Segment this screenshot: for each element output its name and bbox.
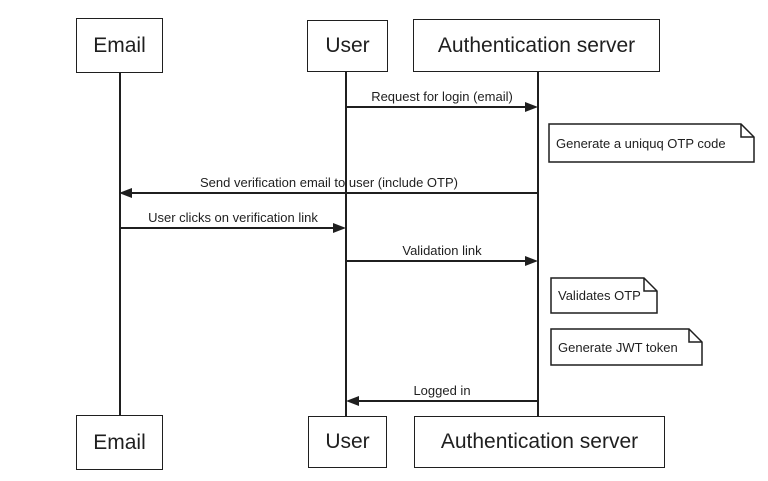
- arrowhead-right-icon: [525, 255, 538, 266]
- actor-box-user-top: User: [307, 20, 388, 72]
- actor-label-user: User: [325, 34, 370, 57]
- note-outline: [548, 123, 755, 163]
- note-generate-otp: Generate a uniquq OTP code: [548, 123, 755, 163]
- actor-label-email: Email: [93, 430, 146, 454]
- note-outline: [550, 277, 658, 314]
- actor-label-email: Email: [93, 33, 146, 57]
- message-label-validation-link: Validation link: [402, 243, 482, 258]
- actor-label-auth-server: Authentication server: [437, 33, 636, 57]
- actor-box-auth-server-bottom: Authentication server: [414, 416, 665, 468]
- note-outline: [550, 328, 703, 366]
- note-label: Validates OTP: [558, 288, 641, 303]
- arrowhead-left-icon: [119, 187, 132, 198]
- message-label-send-verification-email: Send verification email to user (include…: [200, 175, 458, 190]
- arrowhead-left-icon: [346, 395, 359, 406]
- note-validates-otp: Validates OTP: [550, 277, 658, 314]
- actor-label-auth-server: Authentication server: [440, 430, 639, 453]
- lifeline-email: [119, 73, 121, 415]
- message-line-send-verification-email: [131, 192, 538, 194]
- actor-label-user: User: [325, 430, 370, 453]
- arrowhead-right-icon: [333, 222, 346, 233]
- note-label: Generate a uniquq OTP code: [556, 135, 726, 151]
- message-line-logged-in: [358, 400, 538, 402]
- actor-box-auth-server-top: Authentication server: [413, 19, 660, 72]
- message-line-request-login: [346, 106, 526, 108]
- message-line-validation-link: [346, 260, 526, 262]
- lifeline-auth-server: [537, 72, 539, 416]
- arrowhead-right-icon: [525, 101, 538, 112]
- actor-box-email-bottom: Email: [76, 415, 163, 470]
- lifeline-user: [345, 72, 347, 416]
- actor-box-user-bottom: User: [308, 416, 387, 468]
- message-label-request-login: Request for login (email): [371, 89, 513, 104]
- message-label-logged-in: Logged in: [413, 383, 471, 398]
- note-label: Generate JWT token: [558, 339, 678, 355]
- note-generate-jwt: Generate JWT token: [550, 328, 703, 366]
- actor-box-email-top: Email: [76, 18, 163, 73]
- message-line-user-clicks-link: [119, 227, 333, 229]
- message-label-user-clicks-link: User clicks on verification link: [148, 210, 318, 225]
